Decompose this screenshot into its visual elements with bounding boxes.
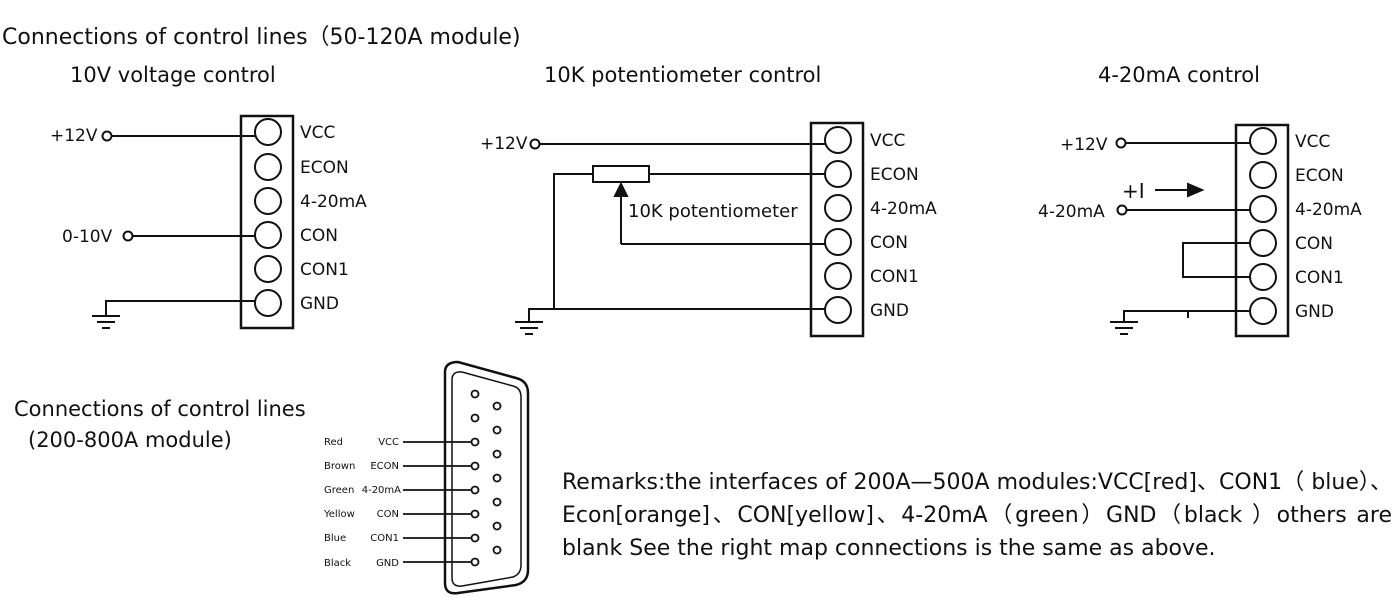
terminal-label: 4-20mA (870, 199, 937, 219)
potentiometer-resistor-icon (592, 165, 650, 183)
terminal-circles (254, 118, 282, 317)
page-title: Connections of control lines（50-120A mod… (2, 25, 521, 50)
terminal-label: CON1 (1295, 268, 1344, 288)
current-control-title: 4-20mA control (1098, 63, 1260, 87)
remarks-text: Remarks:the interfaces of 200A—500A modu… (562, 470, 1392, 561)
terminal-label: CON (870, 233, 908, 253)
input-12v-label: +12V (1060, 135, 1108, 155)
wire-color-label: Blue (324, 533, 346, 544)
dsub-title-line1: Connections of control lines (14, 397, 306, 421)
wire-signal-label: CON (377, 509, 399, 520)
terminal-label: GND (300, 294, 339, 314)
wire-signal-label: ECON (370, 461, 399, 472)
terminal-label: 4-20mA (1295, 200, 1362, 220)
current-control-diagram: VCC ECON 4-20mA CON CON1 GND +12V 4-20mA… (1038, 123, 1362, 338)
potentiometer-control-title: 10K potentiometer control (544, 63, 822, 87)
terminal-label: 4-20mA (300, 192, 367, 212)
terminal-label: GND (1295, 302, 1334, 322)
terminal-label: GND (870, 301, 909, 321)
terminal-label: ECON (1295, 166, 1344, 186)
terminal-label: VCC (870, 131, 905, 151)
ground-icon (92, 315, 120, 329)
dsub-connector-diagram: Red Brown Green Yellow Blue Black VCC EC… (323, 360, 530, 595)
potentiometer-control-diagram: VCC ECON 4-20mA CON CON1 GND +12V 10K po… (480, 121, 937, 338)
voltage-control-title: 10V voltage control (70, 63, 276, 87)
terminal-block (809, 121, 865, 338)
terminal-label: VCC (300, 123, 335, 143)
input-4-20ma-label: 4-20mA (1038, 202, 1105, 222)
ground-icon (1110, 321, 1138, 335)
input-12v-label: +12V (50, 126, 98, 146)
wire-color-label: Black (324, 558, 351, 569)
terminal-label: ECON (870, 165, 919, 185)
wire-color-label: Yellow (323, 509, 355, 520)
wire-color-label: Red (324, 437, 343, 448)
input-terminal-0-10v (122, 230, 134, 242)
wire-signal-label: CON1 (370, 533, 399, 544)
wire-color-label: Green (324, 485, 354, 496)
wire-signal-label: GND (376, 558, 399, 569)
input-terminal-4-20ma (1116, 204, 1128, 216)
terminal-label: CON (300, 226, 338, 246)
terminal-label: ECON (300, 158, 349, 178)
wire-color-label: Brown (324, 461, 355, 472)
dsub-pins (470, 389, 502, 567)
wiper-arrow-icon (613, 181, 629, 197)
terminal-label: CON1 (870, 267, 919, 287)
terminal-label: VCC (1295, 132, 1330, 152)
input-terminal-12v (529, 138, 541, 150)
wire-signal-label: 4-20mA (362, 485, 401, 496)
potentiometer-label: 10K potentiometer (628, 201, 798, 222)
dsub-title-line2: (200-800A module) (28, 428, 232, 452)
input-terminal-12v (101, 130, 113, 142)
terminal-label: CON (1295, 234, 1333, 254)
terminal-label: CON1 (300, 260, 349, 280)
voltage-control-diagram: VCC ECON 4-20mA CON CON1 GND +12V 0-10V (50, 114, 367, 330)
input-12v-label: +12V (480, 134, 528, 154)
terminal-block (239, 114, 295, 330)
current-arrow-icon (1187, 182, 1205, 198)
terminal-block (1234, 123, 1290, 338)
ground-icon (515, 321, 543, 335)
current-flow-label: +I (1122, 179, 1145, 203)
wire-signal-label: VCC (378, 437, 399, 448)
input-0-10v-label: 0-10V (62, 227, 113, 247)
input-terminal-12v (1115, 137, 1127, 149)
dsub-shell (443, 360, 530, 595)
